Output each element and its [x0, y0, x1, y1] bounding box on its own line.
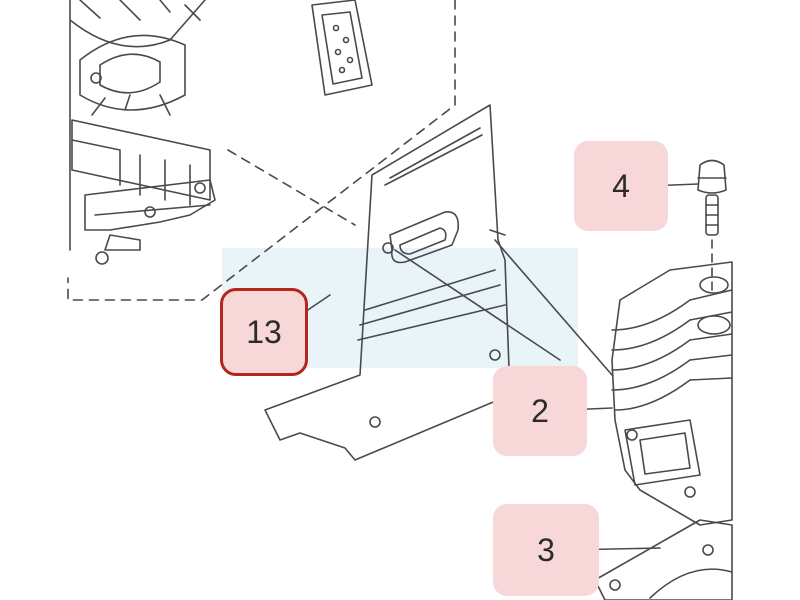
- exhaust-gasket: [311, 0, 373, 96]
- callout-2[interactable]: 2: [493, 366, 587, 456]
- callout-3-label: 3: [537, 531, 555, 568]
- callout-3[interactable]: 3: [493, 504, 599, 596]
- subassembly-boundary: [67, 0, 456, 301]
- callout-13-label: 13: [246, 313, 282, 350]
- dashed-leader-line: [227, 149, 356, 226]
- callout-13[interactable]: 13: [220, 288, 308, 376]
- base-gasket: [594, 519, 733, 600]
- callout-4[interactable]: 4: [574, 141, 668, 231]
- decompression-valve: [697, 159, 727, 291]
- cylinder-block: [611, 261, 733, 526]
- upper-left-housing: [69, 0, 216, 265]
- heat-shield-plate: [264, 104, 613, 461]
- callout-4-label: 4: [612, 167, 630, 204]
- callout-2-label: 2: [531, 392, 549, 429]
